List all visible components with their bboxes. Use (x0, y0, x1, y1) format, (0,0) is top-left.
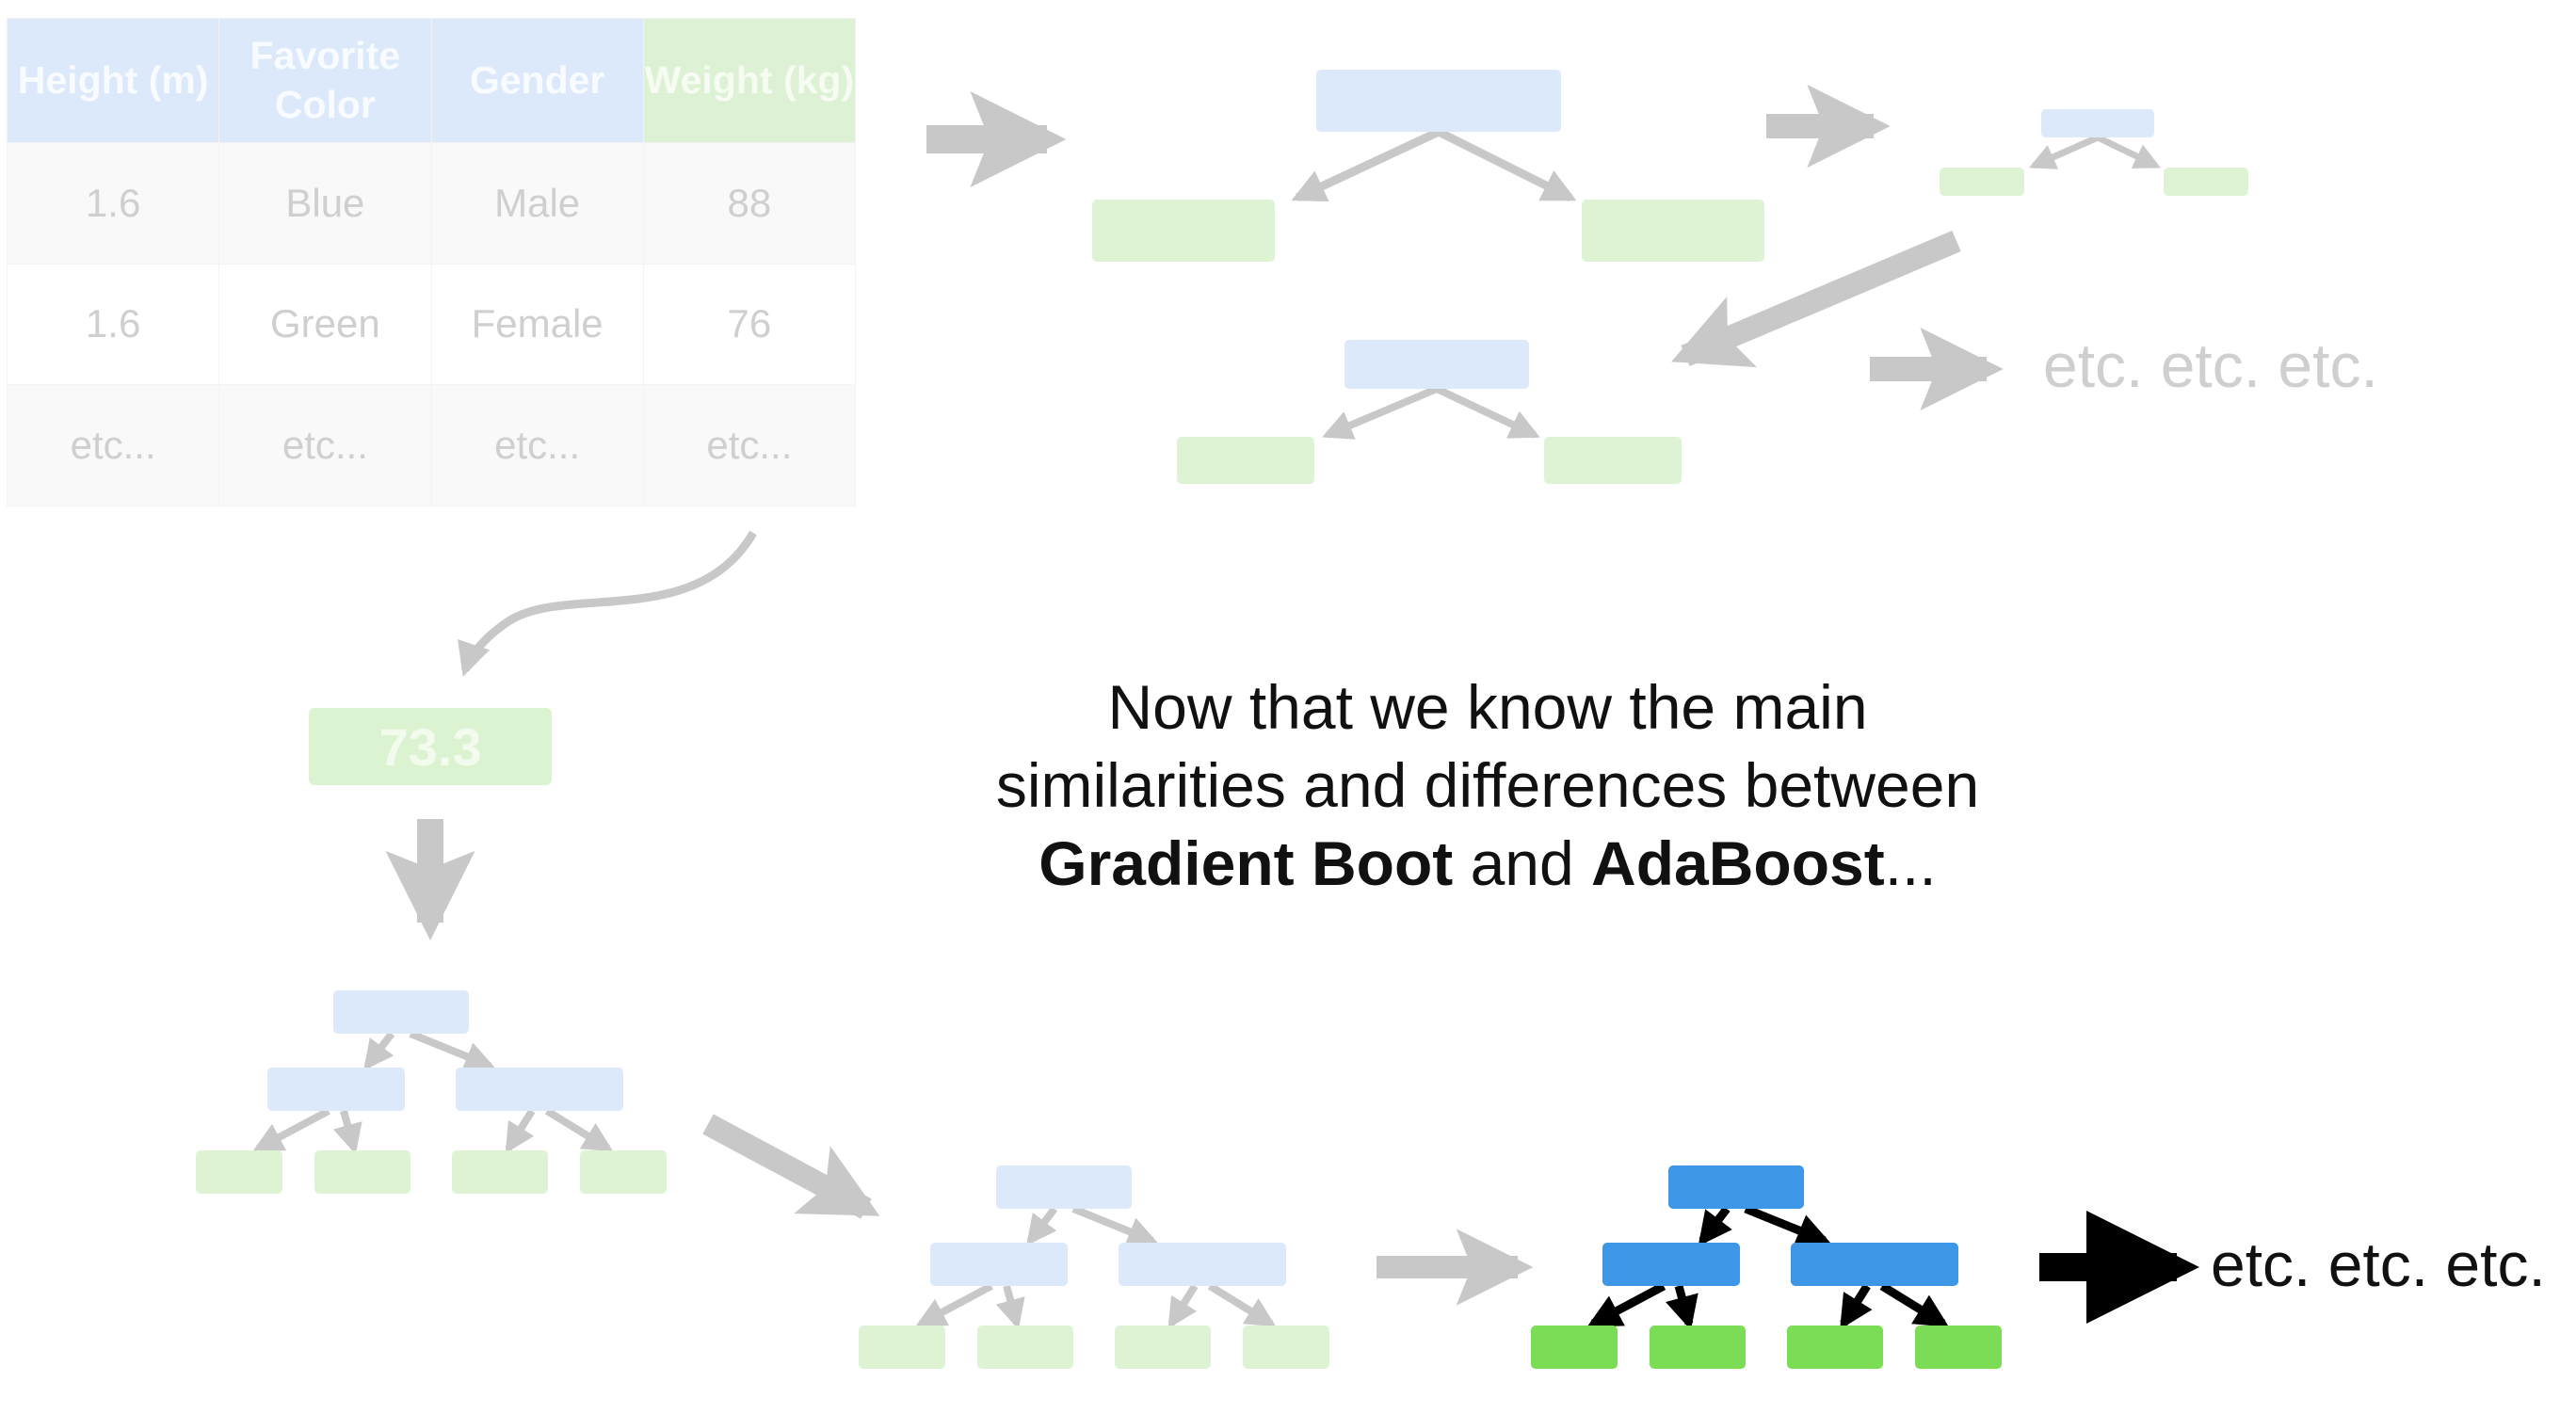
arrows-layer (252, 84, 2199, 1330)
tree-branch-arrow (915, 1282, 993, 1327)
tree-leaf (1787, 1326, 1883, 1369)
tree-internal-node (930, 1243, 1068, 1286)
tree-branch-arrow (1436, 127, 1577, 202)
caption-term-adaboost: AdaBoost (1591, 828, 1885, 898)
tree-branch-arrow (252, 1107, 330, 1152)
table-cell: 1.6 (6, 142, 220, 265)
stump-root-node (2041, 109, 2154, 137)
table-cell: Green (218, 263, 432, 386)
tree-leaf (580, 1150, 667, 1194)
stump-leaf (1940, 168, 2024, 196)
stump-leaf (1177, 437, 1314, 484)
caption-ellipsis: ... (1884, 828, 1937, 898)
stump-root-node (1344, 340, 1529, 389)
tree-branch-arrow (1071, 1205, 1158, 1246)
tree-branch-arrow (1879, 1282, 1950, 1327)
tree-leaf (1650, 1326, 1746, 1369)
tree-internal-node (1119, 1243, 1286, 1286)
stump-root-node (1316, 70, 1561, 132)
table-cell: etc... (430, 384, 644, 506)
tree-leaf (977, 1326, 1073, 1369)
tree-branch-arrow (1291, 127, 1441, 202)
tree-branch-arrow (1207, 1282, 1277, 1327)
caption-text: Now that we know the main similarities a… (923, 668, 2053, 903)
caption-line-3: Gradient Boot and AdaBoost... (923, 825, 2053, 903)
tree-branch-arrow (1026, 1206, 1058, 1246)
tree-branch-arrow (2028, 134, 2100, 169)
table-cell: etc... (218, 384, 432, 506)
tree-leaf (1115, 1326, 1211, 1369)
etc-label-active: etc. etc. etc. (2211, 1229, 2546, 1299)
tree-internal-node (267, 1068, 405, 1111)
tree-internal-node (456, 1068, 623, 1111)
stump-leaf (1582, 200, 1764, 262)
tree-leaf (859, 1326, 945, 1369)
curved-flow-arrow (458, 530, 757, 677)
etc-label-faded: etc. etc. etc. (2043, 330, 2378, 400)
table-row: etc...etc...etc...etc... (6, 384, 857, 506)
tree-root-node (996, 1165, 1132, 1209)
tree-branch-arrow (1322, 385, 1439, 440)
tree-branch-arrow (995, 1284, 1025, 1330)
tree-leaf (196, 1150, 282, 1194)
caption-conjunction: and (1453, 828, 1592, 898)
flow-arrow-down-right (702, 1114, 880, 1219)
caption-line-2: similarities and differences between (995, 750, 1980, 820)
tree-root-node (1668, 1165, 1804, 1209)
tree-leaf (314, 1150, 411, 1194)
table-header-cell: Gender (430, 18, 644, 143)
tree-branch-arrow (1666, 1284, 1699, 1330)
tree-leaf (1531, 1326, 1618, 1369)
tree-branch-arrow (1586, 1282, 1666, 1327)
table-cell: 1.6 (6, 263, 220, 386)
nodes-layer (196, 70, 2248, 1369)
tree-branch-arrow (1698, 1206, 1732, 1246)
caption-line-1: Now that we know the main (1107, 672, 1868, 742)
flow-arrow-down-left (1670, 230, 1961, 368)
tree-leaf (452, 1150, 548, 1194)
tree-branch-arrow (409, 1030, 495, 1071)
table-header-cell: Height (m) (6, 18, 220, 143)
tree-branch-arrow (1840, 1283, 1873, 1330)
tree-branch-arrow (505, 1108, 536, 1154)
tree-branch-arrow (1167, 1283, 1199, 1329)
table-cell: etc... (6, 384, 220, 506)
tree-branch-arrow (2096, 134, 2162, 169)
tree-internal-node (1602, 1243, 1740, 1286)
tree-leaf (1243, 1326, 1329, 1369)
table-header-cell: Favorite Color (218, 18, 432, 143)
tree-branch-arrow (1744, 1204, 1831, 1246)
table-cell: Male (430, 142, 644, 265)
table-header-cell: Weight (kg) (642, 18, 857, 143)
tree-internal-node (1791, 1243, 1958, 1286)
initial-prediction-leaf: 73.3 (309, 708, 552, 785)
table-cell: Female (430, 263, 644, 386)
initial-prediction-value: 73.3 (378, 716, 482, 777)
tree-branch-arrow (332, 1109, 362, 1155)
tree-branch-arrow (544, 1107, 614, 1152)
stump-leaf (1544, 437, 1682, 484)
caption-term-gradient-boost: Gradient Boot (1038, 828, 1454, 898)
tree-root-node (333, 990, 469, 1034)
tree-branch-arrow (363, 1031, 395, 1071)
table-cell: 88 (642, 142, 857, 265)
tree-branch-arrow (1435, 385, 1540, 439)
table-cell: 76 (642, 263, 857, 386)
table-cell: etc... (642, 384, 857, 506)
stump-leaf (2164, 168, 2248, 196)
stump-leaf (1092, 200, 1275, 262)
tree-leaf (1915, 1326, 2002, 1369)
table-cell: Blue (218, 142, 432, 265)
